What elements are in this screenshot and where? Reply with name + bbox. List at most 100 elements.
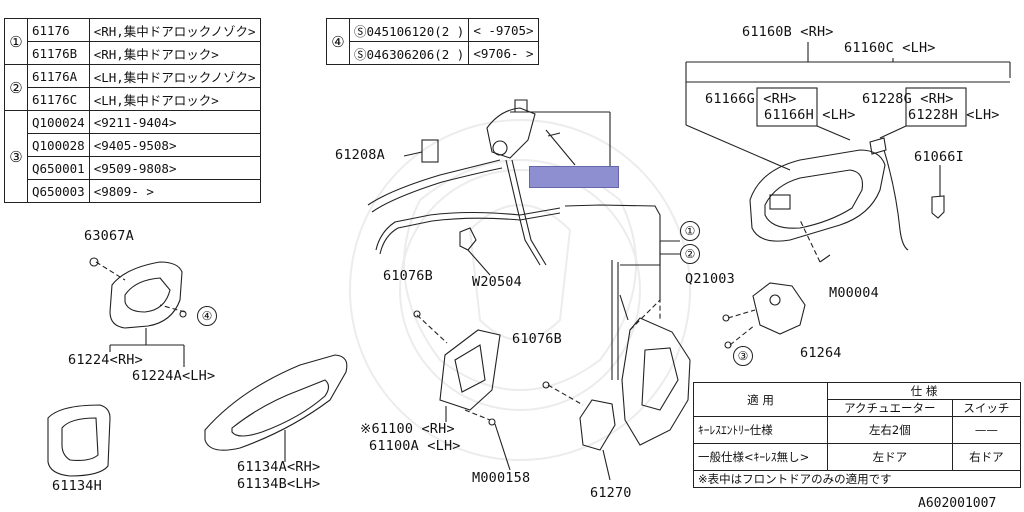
door-latch-main (619, 294, 691, 446)
table-row: ｷｰﾚｽｴﾝﾄﾘｰ仕様 左右2個 —— (693, 416, 1022, 444)
table-row: アクチュエーター スイッチ (694, 399, 1022, 417)
part-number[interactable]: Q650001 (27, 156, 90, 180)
label-61264[interactable]: 61264 (800, 345, 842, 361)
table-row: ① 61176 <RH,集中ドアロックノゾク> (4, 18, 261, 65)
door-lock-switch-61270 (542, 381, 616, 481)
part-number[interactable]: Q100024 (27, 110, 90, 134)
label-61228h[interactable]: 61228H <LH> (908, 107, 1000, 123)
label-61100[interactable]: ※61100 <RH> (360, 421, 455, 437)
label-61270[interactable]: 61270 (590, 485, 632, 501)
inner-handle-61224 (89, 257, 187, 367)
outer-door-handle-shape (749, 137, 909, 251)
part-desc: <9509-9808> (88, 156, 261, 180)
label-61160b[interactable]: 61160B <RH> (742, 24, 834, 40)
label-61076b-right[interactable]: 61076B (512, 331, 562, 347)
door-lock-actuator-61100 (413, 310, 501, 426)
part-number[interactable]: 61176 (27, 18, 90, 42)
label-61166g[interactable]: 61166G <RH> (705, 91, 797, 107)
part-desc: <9211-9404> (88, 110, 261, 134)
table-row: ③ Q100024 <9211-9404> (4, 110, 261, 203)
label-61134b[interactable]: 61134B<LH> (237, 476, 321, 492)
label-q21003[interactable]: Q21003 (685, 271, 735, 287)
label-61134h[interactable]: 61134H (52, 478, 102, 494)
part-number[interactable]: Q650003 (27, 179, 90, 203)
striker-61264 (722, 282, 806, 349)
spec-cell: 一般仕様<ｷｰﾚｽ無し> (693, 443, 828, 471)
part-desc: < -9705> (468, 18, 539, 42)
label-63067a[interactable]: 63067A (84, 228, 134, 244)
group-num-1: ① (4, 18, 28, 65)
table-row: ④ Ⓢ045106120(2 ) < -9705> (326, 18, 539, 65)
part-number[interactable]: Ⓢ046306206(2 ) (348, 41, 470, 65)
table-row: Q650003 <9809- > (5, 179, 261, 203)
bracket-61066i (931, 195, 945, 219)
rod-clip-w20504 (459, 227, 491, 276)
spec-head-actuator: アクチュエーター (827, 399, 953, 417)
label-61224[interactable]: 61224<RH> (68, 352, 143, 368)
reference-table-left: ① 61176 <RH,集中ドアロックノゾク> 61176B <RH,集中ドアロ… (4, 18, 261, 203)
spec-note: ※表中はフロントドアのみの適用です (693, 470, 1021, 488)
callout-3[interactable]: ③ (733, 346, 753, 366)
leader-m000158 (494, 423, 511, 471)
spec-table: 適 用 仕 様 アクチュエーター スイッチ ｷｰﾚｽｴﾝﾄﾘｰ仕様 左右2個 —… (693, 382, 1022, 488)
spec-cell: ｷｰﾚｽｴﾝﾄﾘｰ仕様 (693, 416, 828, 444)
label-w20504[interactable]: W20504 (472, 274, 522, 290)
watermark-emblem (349, 119, 691, 461)
diagram-code: A602001007 (918, 496, 997, 511)
label-61224a[interactable]: 61224A<LH> (132, 368, 216, 384)
group-num-4: ④ (326, 18, 350, 65)
label-61066i[interactable]: 61066I (914, 149, 964, 165)
table-row: 61176C <LH,集中ドアロック> (5, 87, 261, 111)
table-row: 適 用 仕 様 (693, 382, 1021, 417)
spec-cell: —— (951, 416, 1022, 444)
label-61134a[interactable]: 61134A<RH> (237, 459, 321, 475)
latch-assembly-top (486, 99, 611, 167)
reference-table-right: ④ Ⓢ045106120(2 ) < -9705> Ⓢ046306206(2 )… (326, 18, 539, 65)
part-desc: <9706- > (468, 41, 539, 65)
callout-2[interactable]: ② (680, 244, 700, 264)
leader-lines-handle (685, 42, 1011, 196)
spec-cell: 左ドア (827, 443, 953, 471)
table-row: 一般仕様<ｷｰﾚｽ無し> 左ドア 右ドア (693, 443, 1022, 471)
part-desc: <9809- > (88, 179, 261, 203)
part-number[interactable]: 61176A (27, 64, 90, 88)
label-61166h[interactable]: 61166H <LH> (764, 107, 856, 123)
spec-head-spec: 仕 様 (827, 382, 1021, 400)
label-61228g[interactable]: 61228G <RH> (862, 91, 954, 107)
label-61160c[interactable]: 61160C <LH> (844, 40, 936, 56)
part-desc: <9405-9508> (88, 133, 261, 157)
callout-1[interactable]: ① (680, 221, 700, 241)
group-num-2: ② (4, 64, 28, 111)
callout-4[interactable]: ④ (197, 306, 217, 326)
table-row: ※表中はフロントドアのみの適用です (693, 470, 1021, 488)
label-61076b-left[interactable]: 61076B (383, 268, 433, 284)
part-number[interactable]: 61176C (27, 87, 90, 111)
keylock-cylinder-61208a (403, 139, 439, 163)
table-row: 61176B <RH,集中ドアロック> (5, 41, 261, 65)
part-desc: <RH,集中ドアロックノゾク> (88, 18, 261, 42)
part-number[interactable]: 61176B (27, 41, 90, 65)
spec-cell: 右ドア (951, 443, 1022, 471)
table-row: Q100028 <9405-9508> (5, 133, 261, 157)
table-row: Ⓢ046306206(2 ) <9706- > (327, 41, 539, 65)
inner-handle-bezel-61134 (47, 354, 348, 477)
label-m00004[interactable]: M00004 (829, 285, 879, 301)
part-desc: <LH,集中ドアロックノゾク> (88, 64, 261, 88)
part-number[interactable]: Ⓢ045106120(2 ) (348, 18, 470, 42)
part-desc: <RH,集中ドアロック> (88, 41, 261, 65)
table-row: Q650001 <9509-9808> (5, 156, 261, 180)
label-61208a[interactable]: 61208A (335, 147, 385, 163)
table-row: ② 61176A <LH,集中ドアロックノゾク> (4, 64, 261, 111)
door-rods (367, 159, 661, 380)
label-61100a[interactable]: 61100A <LH> (369, 438, 461, 454)
callout-bracket (620, 240, 680, 266)
label-m000158[interactable]: M000158 (472, 470, 531, 486)
highlight-marker[interactable] (529, 166, 619, 188)
spec-head-switch: スイッチ (951, 399, 1022, 417)
part-desc: <LH,集中ドアロック> (88, 87, 261, 111)
spec-cell: 左右2個 (827, 416, 953, 444)
part-number[interactable]: Q100028 (27, 133, 90, 157)
group-num-3: ③ (4, 110, 28, 203)
